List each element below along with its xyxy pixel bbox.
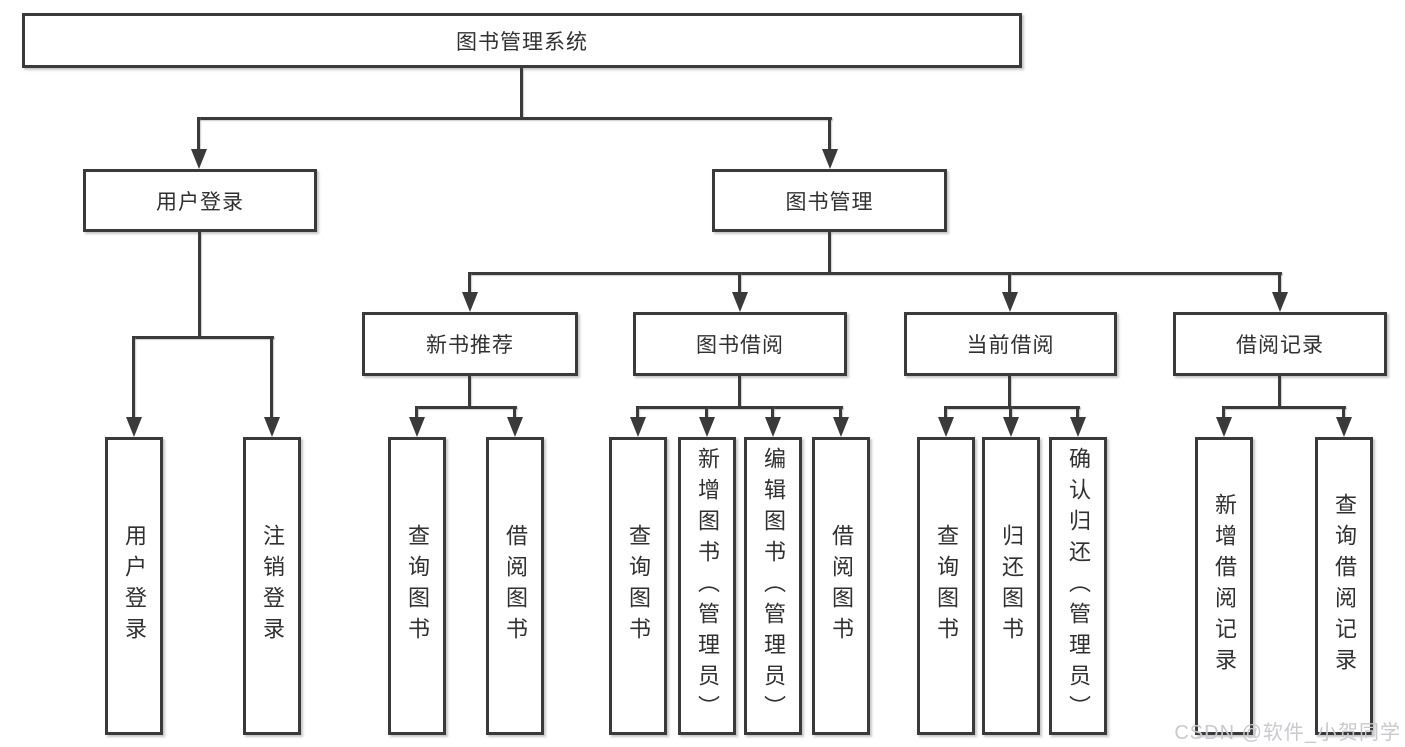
connector-level2-rail — [468, 272, 1282, 275]
connector-to-leaf-return-book — [1009, 406, 1012, 420]
arrowhead-leaf-confirm-return-admin-icon — [1070, 417, 1086, 437]
leaf-edit-book-admin-label: 编辑图书（管理员） — [761, 446, 786, 726]
connector-root-stem — [520, 68, 523, 117]
node-root: 图书管理系统 — [22, 13, 1022, 68]
leaf-add-book-admin-label: 新增图书（管理员） — [695, 446, 720, 726]
csdn-watermark: CSDN @软件_小贺同学 — [1174, 722, 1401, 744]
connector-to-book-management — [828, 117, 831, 153]
leaf-query-books-current: 查询图书 — [917, 437, 975, 735]
node-current-borrowing-label: 当前借阅 — [966, 334, 1055, 357]
node-borrow-records-label: 借阅记录 — [1236, 334, 1324, 357]
connector-book-management-stem — [828, 232, 831, 272]
leaf-user-login-label: 用户登录 — [122, 524, 147, 648]
leaf-add-book-admin: 新增图书（管理员） — [678, 437, 736, 735]
connector-current-borrowing-stem — [1008, 376, 1011, 406]
connector-to-leaf-user-login — [132, 336, 135, 420]
connector-user-login-stem — [198, 232, 201, 336]
leaf-query-books-borrowing-label: 查询图书 — [626, 524, 651, 648]
connector-to-leaf-edit-book-admin — [771, 406, 774, 420]
connector-to-leaf-logout — [270, 336, 273, 420]
node-user-login: 用户登录 — [83, 169, 317, 232]
connector-to-new-book-recommend — [468, 272, 471, 295]
leaf-query-books-recommend-label: 查询图书 — [405, 524, 430, 648]
connector-book-borrowing-rail — [636, 406, 843, 409]
connector-to-leaf-add-borrow-record — [1222, 406, 1225, 420]
node-book-management-label: 图书管理 — [785, 190, 874, 214]
leaf-query-books-recommend: 查询图书 — [388, 437, 446, 735]
leaf-borrow-books-recommend-label: 借阅图书 — [503, 524, 528, 648]
leaf-confirm-return-admin: 确认归还（管理员） — [1049, 437, 1107, 735]
arrowhead-borrow-records-icon — [1272, 292, 1288, 312]
node-new-book-recommend: 新书推荐 — [362, 312, 578, 376]
leaf-return-book: 归还图书 — [982, 437, 1040, 735]
leaf-borrow-books-borrowing-label: 借阅图书 — [829, 524, 854, 648]
connector-borrow-records-rail — [1222, 406, 1346, 409]
arrowhead-leaf-add-borrow-record-icon — [1216, 417, 1232, 437]
connector-current-borrowing-rail — [944, 406, 1080, 409]
connector-to-current-borrowing — [1008, 272, 1011, 295]
arrowhead-leaf-query-books-current-icon — [938, 417, 954, 437]
node-new-book-recommend-label: 新书推荐 — [426, 334, 514, 357]
arrowhead-current-borrowing-icon — [1002, 292, 1018, 312]
node-book-borrowing: 图书借阅 — [633, 312, 847, 376]
connector-to-leaf-query-borrow-record — [1342, 406, 1345, 420]
arrowhead-book-borrowing-icon — [732, 292, 748, 312]
leaf-return-book-label: 归还图书 — [999, 524, 1024, 648]
arrowhead-new-book-recommend-icon — [462, 292, 478, 312]
leaf-logout-label: 注销登录 — [260, 524, 285, 648]
node-book-borrowing-label: 图书借阅 — [696, 334, 784, 357]
node-borrow-records: 借阅记录 — [1173, 312, 1387, 376]
arrowhead-leaf-query-books-borrowing-icon — [630, 417, 646, 437]
leaf-query-books-borrowing: 查询图书 — [609, 437, 667, 735]
leaf-query-books-current-label: 查询图书 — [934, 524, 959, 648]
node-root-label: 图书管理系统 — [456, 30, 588, 54]
connector-to-borrow-records — [1278, 272, 1281, 295]
leaf-add-borrow-record-label: 新增借阅记录 — [1212, 493, 1237, 679]
connector-borrow-records-stem — [1278, 376, 1281, 406]
connector-to-user-login — [197, 117, 200, 153]
connector-to-leaf-borrow-books-borrowing — [839, 406, 842, 420]
connector-to-leaf-query-books-borrowing — [636, 406, 639, 420]
leaf-borrow-books-borrowing: 借阅图书 — [812, 437, 870, 735]
arrowhead-leaf-return-book-icon — [1003, 417, 1019, 437]
connector-to-leaf-query-books-recommend — [415, 406, 418, 420]
connector-to-book-borrowing — [738, 272, 741, 295]
arrowhead-leaf-logout-icon — [264, 417, 280, 437]
leaf-query-borrow-record-label: 查询借阅记录 — [1332, 493, 1357, 679]
connector-book-borrowing-stem — [738, 376, 741, 406]
arrowhead-leaf-user-login-icon — [126, 417, 142, 437]
connector-new-book-recommend-rail — [415, 406, 517, 409]
arrowhead-user-login-icon — [191, 149, 207, 169]
node-current-borrowing: 当前借阅 — [904, 312, 1117, 376]
connector-new-book-recommend-stem — [468, 376, 471, 406]
arrowhead-leaf-query-books-recommend-icon — [409, 417, 425, 437]
leaf-add-borrow-record: 新增借阅记录 — [1195, 437, 1253, 735]
arrowhead-leaf-borrow-books-borrowing-icon — [833, 417, 849, 437]
connector-to-leaf-confirm-return-admin — [1076, 406, 1079, 420]
arrowhead-leaf-edit-book-admin-icon — [765, 417, 781, 437]
arrowhead-leaf-add-book-admin-icon — [699, 417, 715, 437]
node-book-management: 图书管理 — [712, 169, 947, 232]
node-user-login-label: 用户登录 — [156, 190, 244, 214]
connector-to-leaf-borrow-books-recommend — [513, 406, 516, 420]
arrowhead-book-management-icon — [822, 149, 838, 169]
arrowhead-leaf-query-borrow-record-icon — [1336, 417, 1352, 437]
leaf-borrow-books-recommend: 借阅图书 — [486, 437, 544, 735]
connector-user-login-rail — [132, 336, 274, 339]
connector-to-leaf-query-books-current — [944, 406, 947, 420]
connector-level1-rail — [197, 117, 832, 120]
leaf-query-borrow-record: 查询借阅记录 — [1315, 437, 1373, 735]
leaf-edit-book-admin: 编辑图书（管理员） — [744, 437, 802, 735]
connector-to-leaf-add-book-admin — [705, 406, 708, 420]
leaf-user-login: 用户登录 — [105, 437, 163, 735]
leaf-confirm-return-admin-label: 确认归还（管理员） — [1066, 446, 1091, 726]
leaf-logout: 注销登录 — [243, 437, 301, 735]
arrowhead-leaf-borrow-books-recommend-icon — [507, 417, 523, 437]
